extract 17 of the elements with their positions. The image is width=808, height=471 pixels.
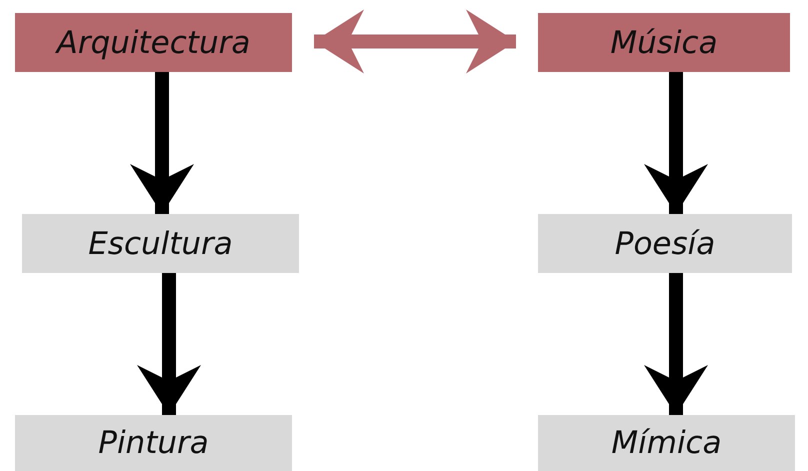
arrow: [644, 273, 708, 415]
arrow: [137, 273, 201, 415]
arrow: [644, 72, 708, 214]
concept-box: [538, 13, 790, 72]
box-label: Arquitectura: [56, 24, 250, 60]
box-label: Música: [610, 24, 718, 60]
concept-box: [15, 13, 292, 72]
box-label: Mímica: [611, 425, 722, 461]
arrow: [314, 10, 516, 74]
box-label: Poesía: [614, 226, 716, 262]
concept-box: [538, 214, 792, 273]
concept-box: [538, 415, 795, 471]
box-label: Pintura: [98, 425, 209, 461]
arrow: [130, 72, 194, 214]
concept-box: [15, 415, 292, 471]
concept-box: [22, 214, 299, 273]
box-label: Escultura: [88, 226, 233, 262]
